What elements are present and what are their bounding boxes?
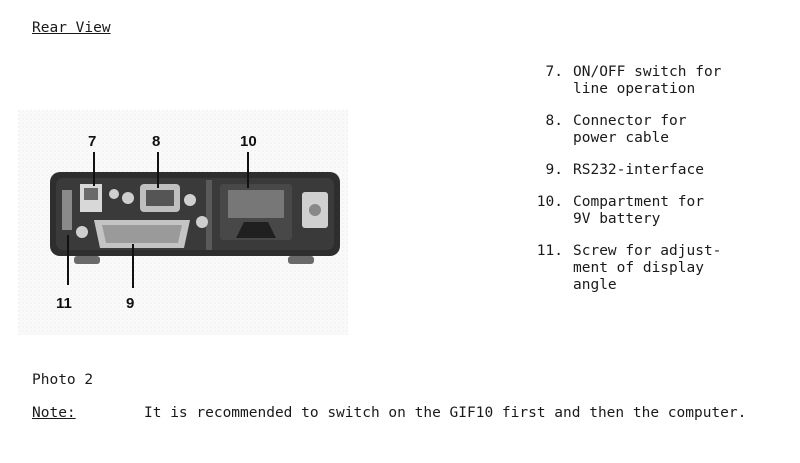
legend-text: Screw for adjust- ment of display angle xyxy=(573,243,722,293)
parts-legend: 7. ON/OFF switch for line operation 8. C… xyxy=(528,64,798,309)
legend-item: 10. Compartment for 9V battery xyxy=(528,194,798,228)
legend-text: Compartment for 9V battery xyxy=(573,194,704,227)
callout-7: 7 xyxy=(88,133,96,150)
callout-9: 9 xyxy=(126,295,134,312)
legend-item: 7. ON/OFF switch for line operation xyxy=(528,64,798,98)
device-foot xyxy=(74,256,100,264)
note: Note: It is recommended to switch on the… xyxy=(32,405,784,422)
callout-11: 11 xyxy=(56,295,72,312)
legend-number: 7. xyxy=(545,64,563,80)
legend-text: RS232-interface xyxy=(573,162,704,178)
legend-number: 9. xyxy=(545,162,563,178)
callout-8: 8 xyxy=(152,133,160,150)
note-label: Note xyxy=(32,405,67,421)
legend-item: 11. Screw for adjust- ment of display an… xyxy=(528,243,798,294)
rear-view-photo: 7 8 10 11 9 xyxy=(18,110,348,335)
note-label-wrap: Note: xyxy=(32,405,76,421)
legend-text: Connector for power cable xyxy=(573,113,687,146)
legend-number: 10. xyxy=(536,194,563,210)
photo-caption: Photo 2 xyxy=(32,372,94,388)
callout-10: 10 xyxy=(240,133,257,150)
legend-item: 8. Connector for power cable xyxy=(528,113,798,147)
note-text: It is recommended to switch on the GIF10… xyxy=(144,405,747,421)
legend-text: ON/OFF switch for line operation xyxy=(573,64,722,97)
legend-number: 11. xyxy=(536,243,563,259)
legend-number: 8. xyxy=(545,113,563,129)
side-screw-plate xyxy=(62,190,72,230)
device-foot xyxy=(288,256,314,264)
device-illustration: 7 8 10 11 9 xyxy=(18,110,348,335)
legend-item: 9. RS232-interface xyxy=(528,162,798,179)
section-heading: Rear View xyxy=(32,20,111,36)
